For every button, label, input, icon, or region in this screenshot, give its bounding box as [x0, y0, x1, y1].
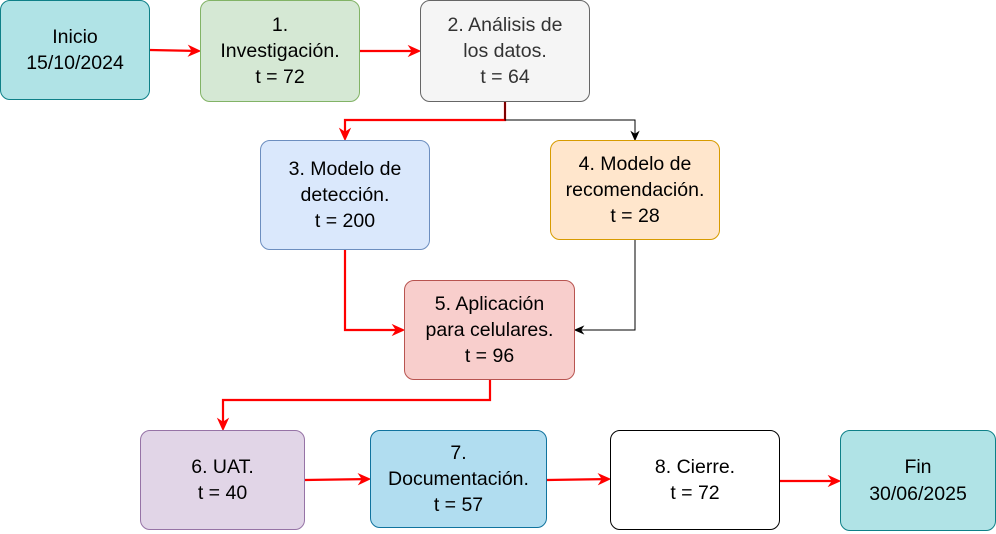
node-n7-line: 7. [450, 441, 467, 464]
arrowhead-icon [407, 44, 422, 58]
node-n5-line: t = 96 [464, 345, 515, 368]
edge-n5-to-n6 [216, 380, 492, 432]
node-n5-line: 5. Aplicación [434, 292, 545, 315]
edge-line [304, 478, 364, 482]
node-n3-line: 3. Modelo de [288, 157, 402, 180]
arrowhead-icon [630, 130, 640, 142]
node-n7-line: t = 57 [433, 494, 484, 517]
node-n8-line: 8. Cierre. [654, 455, 736, 478]
edge-line [343, 250, 398, 332]
node-n8: 8. Cierre. t = 72 [610, 430, 780, 530]
edge-n3-to-n5 [343, 250, 406, 337]
node-n1-line: 1. [271, 13, 289, 36]
edge-inicio-to-n1 [149, 44, 202, 57]
arrowhead-icon [216, 417, 230, 432]
node-n1-line: Investigación. [220, 39, 340, 62]
node-n6: 6. UAT. t = 40 [140, 430, 305, 530]
node-n4: 4. Modelo de recomendación. t = 28 [550, 140, 720, 240]
node-n7: 7. Documentación. t = 57 [370, 430, 547, 528]
node-n3-line: t = 200 [314, 210, 376, 233]
arrowhead-icon [597, 473, 612, 486]
node-n1-line: t = 72 [255, 66, 305, 89]
node-n4-line: t = 28 [610, 205, 660, 228]
node-fin-line: 30/06/2025 [869, 482, 967, 505]
node-n2-line: t = 64 [480, 66, 530, 89]
node-n8-line: t = 72 [670, 482, 720, 504]
node-n4-line: 4. Modelo de [578, 152, 692, 175]
edge-line [504, 102, 636, 136]
node-n5-line: para celulares. [425, 318, 554, 341]
node-n2-line: 2. Análisis de [447, 13, 563, 36]
node-n6-line: 6. UAT. [191, 455, 254, 478]
node-n5: 5. Aplicación para celulares. t = 96 [404, 280, 575, 380]
node-fin-line: Fin [904, 456, 932, 479]
arrowhead-icon [827, 474, 842, 488]
edge-line [221, 380, 492, 424]
arrowhead-icon [357, 473, 372, 486]
edge-n4-to-n5 [573, 240, 636, 335]
node-n4-line: recomendación. [565, 178, 705, 201]
arrowhead-icon [391, 323, 406, 337]
node-n7-line: Documentación. [388, 467, 529, 490]
edge-n2-to-n3 [338, 102, 507, 142]
arrowhead-icon [573, 325, 585, 335]
node-n2-line: los datos. [463, 39, 547, 62]
edge-line [149, 48, 194, 52]
node-n3-line: detección. [300, 183, 390, 206]
arrowhead-icon [338, 127, 352, 142]
edge-n1-to-n2 [360, 44, 422, 58]
node-n6-line: t = 40 [197, 482, 248, 504]
edge-line [343, 102, 507, 134]
edge-n2-to-n4 [504, 102, 640, 142]
edge-n8-to-fin [780, 474, 842, 488]
node-n1: 1. Investigación. t = 72 [200, 0, 360, 102]
edge-n6-to-n7 [304, 473, 372, 486]
node-fin: Fin 30/06/2025 [840, 430, 996, 531]
node-inicio: Inicio 15/10/2024 [0, 0, 150, 100]
edge-n7-to-n8 [546, 473, 612, 486]
node-n2: 2. Análisis de los datos. t = 64 [420, 0, 590, 102]
edge-line [546, 478, 604, 482]
arrowhead-icon [187, 44, 202, 57]
edge-line [579, 240, 636, 331]
node-inicio-line: Inicio [52, 25, 98, 48]
node-inicio-line: 15/10/2024 [26, 52, 124, 74]
node-n3: 3. Modelo de detección. t = 200 [260, 140, 430, 250]
